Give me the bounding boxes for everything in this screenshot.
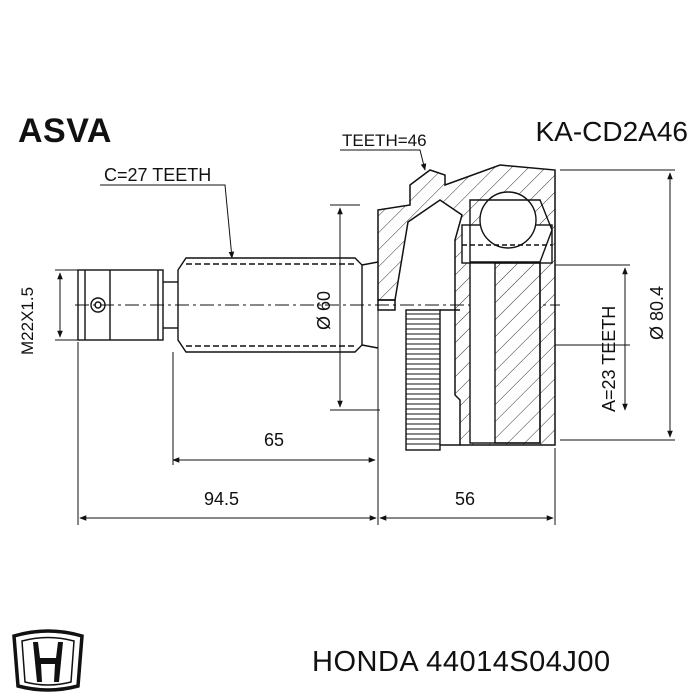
- part-code: KA-CD2A46: [535, 116, 688, 147]
- teeth-a-label: A=23 TEETH: [599, 306, 619, 412]
- dim-65-label: 65: [264, 430, 284, 450]
- brand-title: ASVA: [18, 112, 112, 150]
- honda-logo-icon: [12, 629, 84, 692]
- threaded-end: [77, 269, 164, 341]
- dim-94-5-label: 94.5: [204, 489, 239, 509]
- extension-lines: [55, 169, 675, 525]
- dia-60-label: Ø 60: [314, 291, 334, 330]
- shaft-neck: [163, 281, 178, 329]
- manufacturer-part-number: HONDA 44014S04J00: [312, 646, 611, 678]
- dim-56-label: 56: [455, 489, 475, 509]
- inner-race-and-ball: [461, 191, 553, 444]
- dia-80-label: Ø 80.4: [647, 286, 667, 340]
- dimension-lines: [57, 172, 673, 521]
- leader-lines: [100, 149, 427, 259]
- teeth-outer-label: TEETH=46: [342, 131, 427, 150]
- abs-ring-teeth: [406, 313, 440, 445]
- abs-ring: [405, 309, 460, 451]
- splined-shaft: [177, 257, 379, 353]
- teeth-c-label: C=27 TEETH: [104, 165, 211, 185]
- thread-label: M22X1.5: [18, 287, 37, 355]
